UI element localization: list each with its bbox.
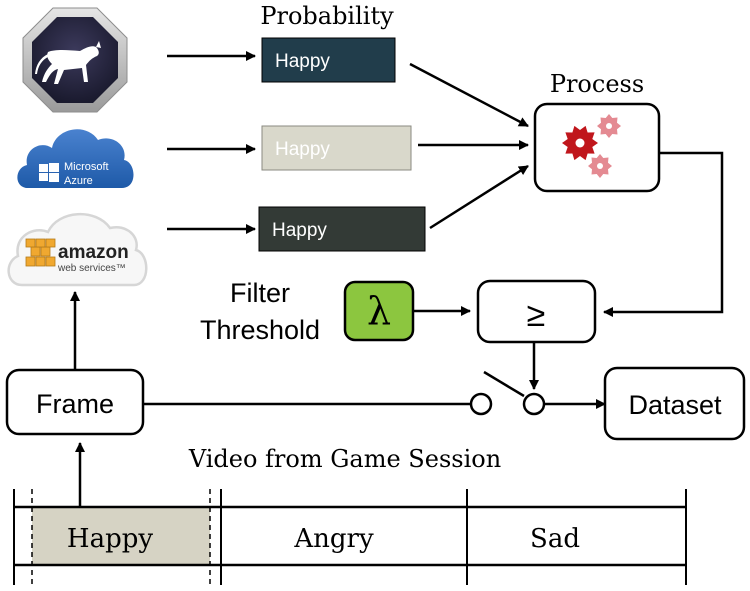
video-segment-angry-label: Angry [293,524,374,554]
dataset-label: Dataset [628,390,722,420]
google-vision-logo [22,7,128,113]
dataset-box [603,366,746,441]
process-title: Process [550,70,644,98]
video-segment-sad-label: Sad [530,524,580,554]
video-segment-happy-label: Happy [67,524,153,554]
switch-lever [483,370,525,398]
aws-logo-text-1: amazon [58,242,129,263]
aws-logo-text-2: web services™ [57,263,126,274]
process-to-compare-arrow [603,151,724,317]
amazon-web-services-logo: amazon web services™ [7,213,148,287]
lambda-symbol: λ [367,289,391,333]
probability-bar-3-label: Happy [272,220,327,241]
microsoft-azure-logo: Microsoft Azure [17,129,134,188]
highlighted-segment-fill [32,507,210,565]
threshold-label: Threshold [200,315,320,345]
probability-bar-2 [261,125,412,171]
video-title: Video from Game Session [188,445,501,473]
greyhound-icon [35,41,101,84]
frame-label: Frame [36,389,114,419]
probability-bar-1-label: Happy [275,51,330,72]
compare-box [476,279,597,344]
process-box [533,102,661,193]
switch-output-terminal [522,392,546,416]
filter-label: Filter [230,278,290,308]
probability-bar-2-label: Happy [275,139,330,160]
small-gear-bottom [588,154,612,178]
aws-cubes-icon [25,238,56,267]
azure-logo-text-2: Azure [64,175,93,187]
switch-input-terminal [469,392,493,416]
probability-bar-1 [261,37,396,83]
large-gear [562,125,598,161]
greater-equal-symbol: ≥ [527,296,546,334]
probability-bar-3 [258,206,426,252]
windows-icon [39,163,59,182]
video-segments: Happy Angry Sad [67,524,580,554]
probability-title: Probability [260,2,394,30]
azure-logo-text-1: Microsoft [64,161,109,173]
bar3-to-process-arrow [429,164,529,230]
gears-icon [562,114,621,178]
small-gear-top [597,114,621,138]
bar1-to-process-arrow [409,62,529,128]
